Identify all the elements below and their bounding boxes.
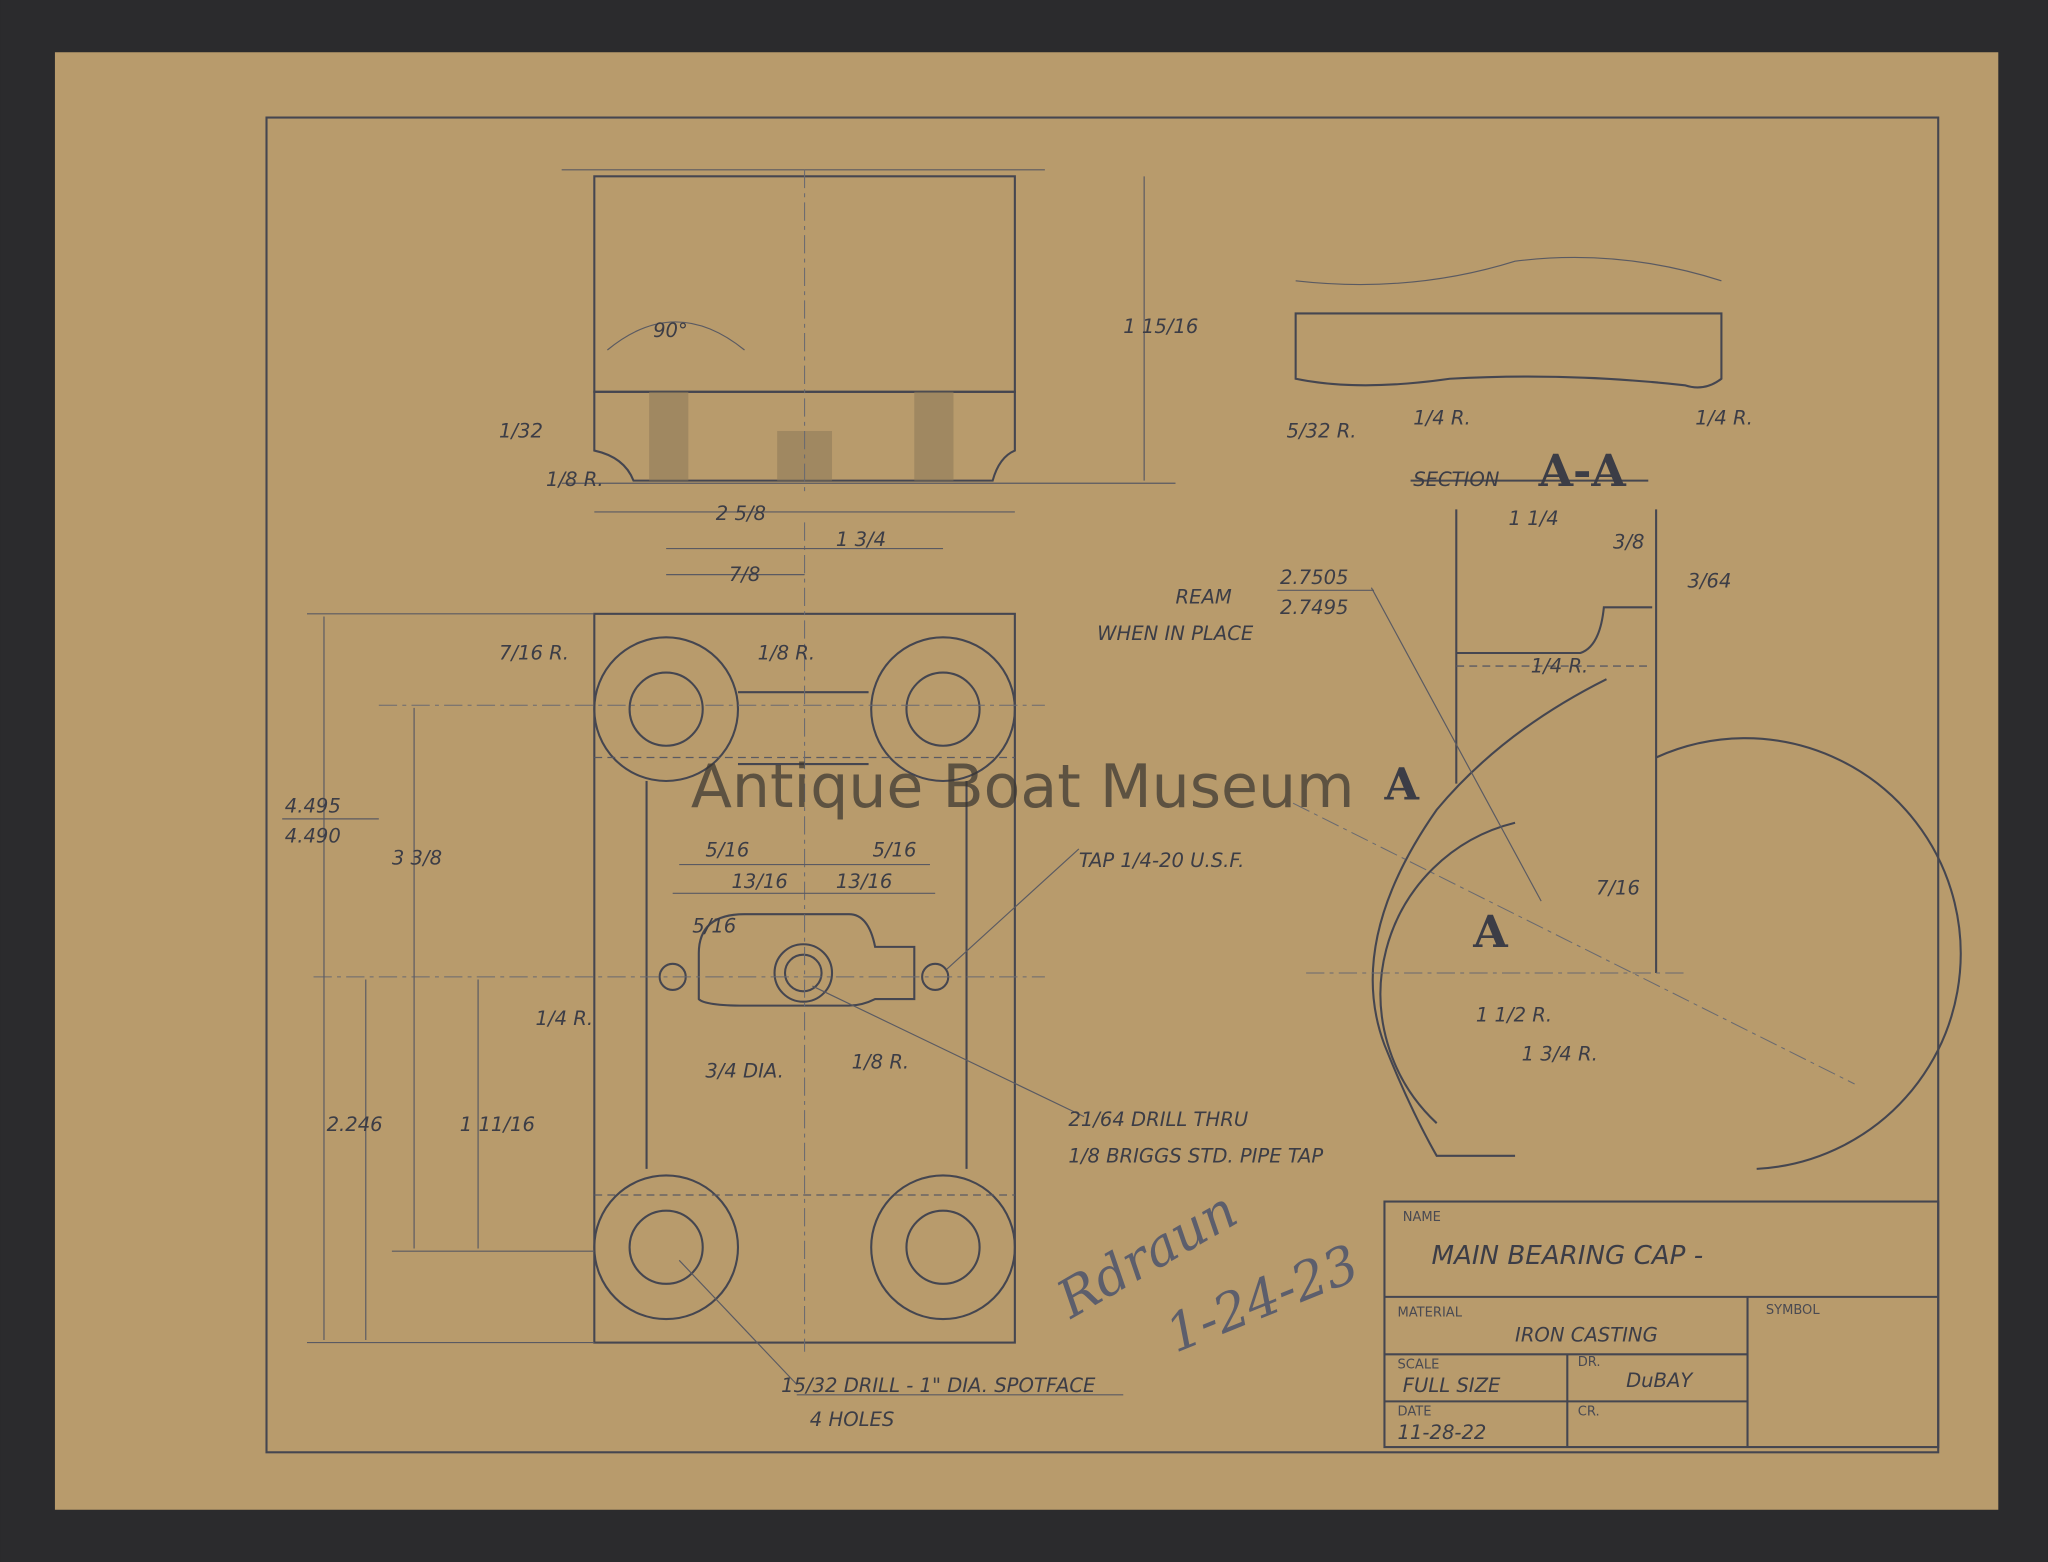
section-title: SECTION xyxy=(1413,468,1500,491)
ream-lower: 2.7495 xyxy=(1280,596,1349,619)
pipe-tap-note: 1/8 BRIGGS STD. PIPE TAP xyxy=(1068,1144,1323,1167)
dim-1-3-4: 1 3/4 xyxy=(836,528,886,551)
name-label: NAME xyxy=(1403,1210,1441,1225)
watermark: Antique Boat Museum xyxy=(691,752,1355,822)
paper-sheet xyxy=(54,52,1999,1510)
limit-upper: 4.495 xyxy=(285,794,341,817)
dim-7-16: 7/16 xyxy=(1596,877,1640,900)
dim-7-8: 7/8 xyxy=(729,563,761,586)
radius-1-3-4: 1 3/4 R. xyxy=(1522,1042,1598,1065)
dim-3-8: 3/8 xyxy=(1613,531,1645,554)
material-value: IRON CASTING xyxy=(1515,1323,1658,1346)
ream-upper: 2.7505 xyxy=(1280,566,1349,589)
dim-5-16-left: 5/16 xyxy=(705,839,749,862)
part-name: MAIN BEARING CAP - xyxy=(1431,1241,1703,1271)
dim-5-16-small: 5/16 xyxy=(692,914,736,937)
dim-3-64: 3/64 xyxy=(1687,570,1731,593)
section-view: SECTION A-A 5/32 R. 1/4 R. 1/4 R. 1 1/4 … xyxy=(1097,256,1962,1170)
dim-1-1-4: 1 1/4 xyxy=(1509,507,1559,530)
radius-7-16: 7/16 R. xyxy=(499,642,569,665)
radius-1-4-b: 1/4 R. xyxy=(1695,406,1753,429)
date-value: 11-28-22 xyxy=(1398,1421,1487,1444)
drill-note: 21/64 DRILL THRU xyxy=(1068,1108,1248,1131)
radius-5-32: 5/32 R. xyxy=(1287,420,1357,443)
drawing-border xyxy=(265,116,1940,1454)
ream-note: WHEN IN PLACE xyxy=(1097,622,1254,645)
dim-1-11-16: 1 11/16 xyxy=(460,1113,535,1136)
width-dim: 2 5/8 xyxy=(716,502,766,525)
plan-view: 1 3/4 7/8 7/16 R. 1/8 R. 4.495 4.490 3 3… xyxy=(282,522,1323,1431)
dim-13-16-right: 13/16 xyxy=(836,870,892,893)
radius-1-1-2: 1 1/2 R. xyxy=(1476,1003,1552,1026)
spotface-note: 15/32 DRILL - 1" DIA. SPOTFACE xyxy=(781,1374,1096,1397)
fillet-label: 1/8 R. xyxy=(546,468,604,491)
cut-letter-a1: A xyxy=(1383,758,1419,810)
angle-label: 90° xyxy=(653,319,688,342)
holes-note: 4 HOLES xyxy=(810,1408,895,1431)
dim-5-16-right: 5/16 xyxy=(873,839,917,862)
checked-by-label: CR. xyxy=(1578,1405,1600,1420)
dim-3-3-8: 3 3/8 xyxy=(392,847,442,870)
tap-note: TAP 1/4-20 U.S.F. xyxy=(1079,849,1244,872)
radius-1-4-c: 1/4 R. xyxy=(1531,655,1589,678)
dim-2-246: 2.246 xyxy=(327,1113,383,1136)
scale-value: FULL SIZE xyxy=(1403,1374,1501,1397)
ream-label: REAM xyxy=(1175,585,1231,608)
section-letters: A-A xyxy=(1538,445,1627,497)
dim-13-16-left: 13/16 xyxy=(731,870,787,893)
cut-letter-a2: A xyxy=(1472,906,1508,958)
material-label: MATERIAL xyxy=(1398,1305,1463,1320)
radius-1-8-top: 1/8 R. xyxy=(758,642,816,665)
top-view: 90° 1/32 1/8 R. 1 15/16 2 5/8 xyxy=(499,169,1198,525)
radius-1-8-low: 1/8 R. xyxy=(852,1050,910,1073)
dim-1-32: 1/32 xyxy=(499,420,543,443)
height-dim: 1 15/16 xyxy=(1123,315,1198,338)
symbol-label: SYMBOL xyxy=(1766,1303,1820,1318)
radius-1-4: 1/4 R. xyxy=(536,1007,594,1030)
drawn-by-value: DuBAY xyxy=(1626,1369,1694,1392)
dia-3-4: 3/4 DIA. xyxy=(705,1059,784,1082)
limit-lower: 4.490 xyxy=(285,824,341,847)
scale-label: SCALE xyxy=(1398,1358,1440,1373)
date-label: DATE xyxy=(1398,1405,1432,1420)
drawn-by-label: DR. xyxy=(1578,1355,1601,1370)
radius-1-4-a: 1/4 R. xyxy=(1413,406,1471,429)
title-block: NAME MAIN BEARING CAP - MATERIAL IRON CA… xyxy=(1383,1200,1940,1449)
